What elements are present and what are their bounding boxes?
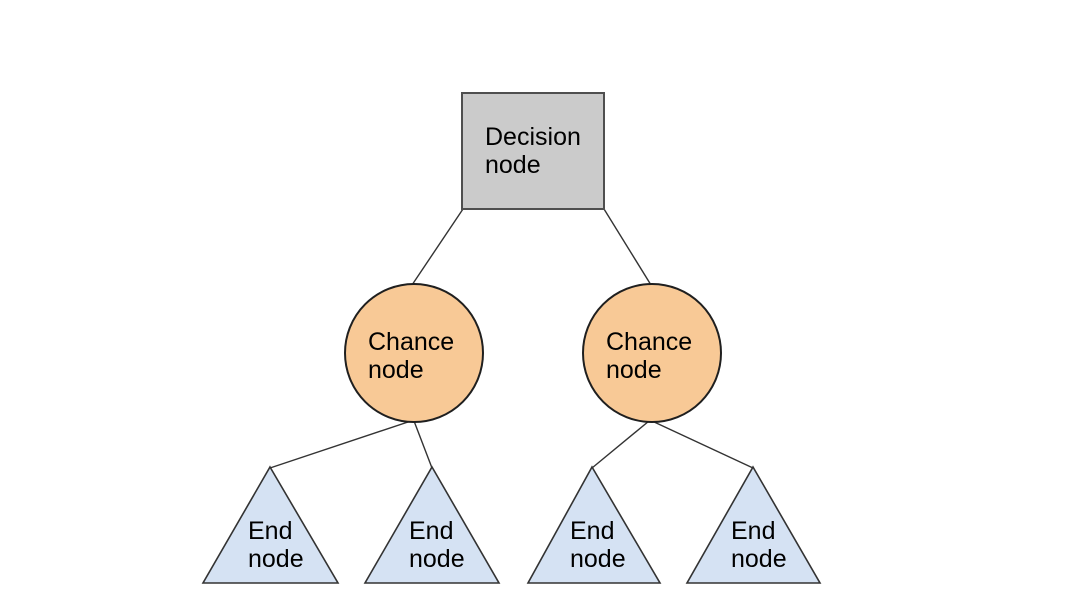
- edge-chance-right-to-end-4: [651, 420, 754, 469]
- edge-decision-to-chance-left: [411, 208, 464, 286]
- edge-chance-left-to-end-2: [413, 420, 433, 469]
- chance-node-left-label-line1: Chance: [368, 328, 454, 356]
- edges: [269, 208, 754, 469]
- end-node-2-shape: [363, 465, 501, 584]
- chance-node-right-shape: [582, 283, 722, 423]
- edge-chance-left-to-end-1: [269, 420, 412, 469]
- chance-node-left-label-line2: node: [368, 356, 424, 384]
- end-node-2-label-line1: End: [409, 517, 453, 545]
- end-node-1-label-line2: node: [248, 545, 304, 573]
- decision-node-label-line1: Decision: [485, 123, 581, 151]
- end-node-3-label-line1: End: [570, 517, 614, 545]
- decision-node-label-line2: node: [485, 151, 541, 179]
- chance-node-right-label-line2: node: [606, 356, 662, 384]
- end-node-4-shape: [685, 465, 822, 584]
- end-node-4-label-line2: node: [731, 545, 787, 573]
- end-node-1-shape: [201, 465, 340, 584]
- end-node-2-label-line2: node: [409, 545, 465, 573]
- edge-chance-right-to-end-3: [591, 420, 650, 469]
- end-node-3-label-line2: node: [570, 545, 626, 573]
- chance-node-right-label-line1: Chance: [606, 328, 692, 356]
- edge-decision-to-chance-right: [603, 208, 652, 286]
- chance-node-left-shape: [344, 283, 484, 423]
- end-node-1-label-line1: End: [248, 517, 292, 545]
- decision-node-shape: [461, 92, 605, 210]
- end-node-3-shape: [526, 465, 662, 584]
- end-node-4-label-line1: End: [731, 517, 775, 545]
